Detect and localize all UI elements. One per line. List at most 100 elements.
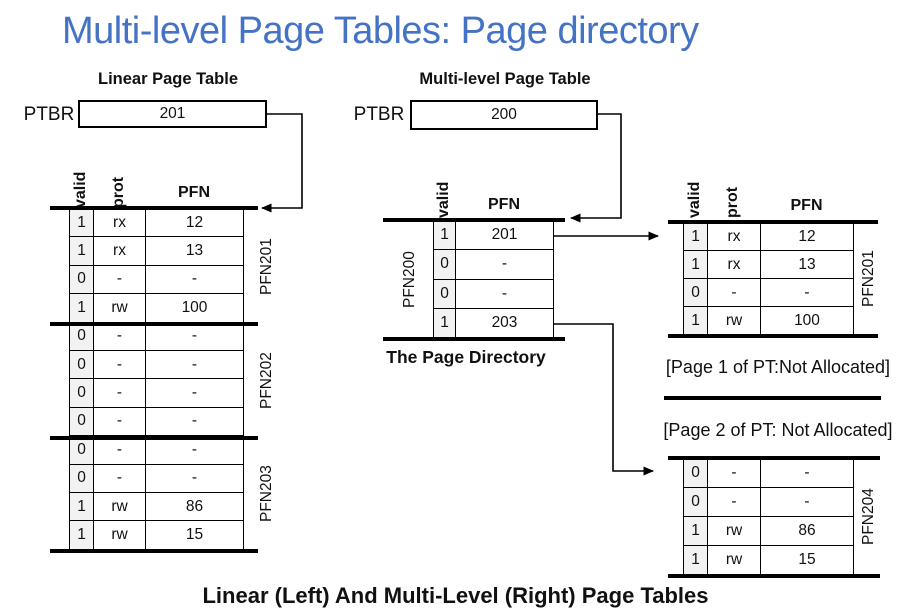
table-boundary-line xyxy=(668,220,878,224)
multilevel-heading: Multi-level Page Table xyxy=(419,70,591,88)
cell-pfn: - xyxy=(456,250,554,280)
cell-valid: 0 xyxy=(70,322,94,351)
cell-prot: rx xyxy=(708,251,761,279)
cell-prot: - xyxy=(94,265,146,295)
cell-prot: - xyxy=(94,436,146,465)
note-page1-not-allocated: [Page 1 of PT:Not Allocated] xyxy=(665,357,891,377)
cell-prot: rw xyxy=(94,294,146,323)
cell-pfn: - xyxy=(146,436,244,465)
cell-pfn: 12 xyxy=(146,209,244,238)
column-header-valid: valid xyxy=(72,171,89,208)
ptbr-value-multilevel: 200 xyxy=(491,106,517,123)
cell-valid: 1 xyxy=(684,223,708,251)
table-boundary-line xyxy=(668,334,878,338)
cell-pfn: - xyxy=(761,279,854,307)
cell-pfn: 86 xyxy=(761,517,854,546)
cell-pfn: 203 xyxy=(456,308,554,339)
cell-valid: 1 xyxy=(70,209,94,238)
cell-pfn: - xyxy=(146,265,244,295)
cell-prot: - xyxy=(708,459,761,488)
table-boundary-line xyxy=(668,456,880,460)
table-row: 0-- xyxy=(70,350,244,380)
cell-pfn: - xyxy=(456,279,554,309)
table-row: 0- xyxy=(434,250,554,280)
page-frame-label: PFN201 xyxy=(860,250,877,308)
column-header-prot: prot xyxy=(724,186,741,218)
table-row: 0-- xyxy=(70,379,244,408)
cell-prot: rx xyxy=(94,209,146,238)
cell-valid: 1 xyxy=(70,492,94,522)
table-row: 0- xyxy=(434,279,554,309)
cell-valid: 0 xyxy=(434,279,456,309)
cell-valid: 1 xyxy=(70,521,94,550)
cell-prot: rw xyxy=(94,521,146,550)
cell-valid: 0 xyxy=(70,436,94,465)
cell-pfn: 100 xyxy=(761,307,854,335)
cell-pfn: - xyxy=(146,464,244,493)
cell-valid: 0 xyxy=(684,488,708,517)
cell-valid: 1 xyxy=(684,251,708,279)
column-header-pfn: PFN xyxy=(488,196,520,213)
table-boundary-line xyxy=(668,574,880,578)
cell-prot: rw xyxy=(708,546,761,575)
cell-pfn: 13 xyxy=(761,251,854,279)
cell-pfn: - xyxy=(761,488,854,517)
cell-prot: - xyxy=(708,279,761,307)
table-boundary-line xyxy=(383,337,565,341)
page-title: Multi-level Page Tables: Page directory xyxy=(62,10,699,52)
cell-pfn: - xyxy=(146,407,244,437)
page-frame-divider-line xyxy=(50,436,258,440)
cell-valid: 1 xyxy=(70,237,94,266)
table-row: 0-- xyxy=(684,279,854,307)
cell-prot: - xyxy=(94,407,146,437)
cell-valid: 0 xyxy=(684,459,708,488)
table-boundary-line xyxy=(383,218,565,222)
arrow-ptbr-to-linear-table xyxy=(261,113,303,213)
cell-valid: 0 xyxy=(70,407,94,437)
cell-pfn: 15 xyxy=(761,546,854,575)
cell-pfn: - xyxy=(146,322,244,351)
cell-valid: 0 xyxy=(684,279,708,307)
cell-prot: rw xyxy=(708,307,761,335)
table-row: 0-- xyxy=(70,464,244,493)
ptbr-box-linear: 201 xyxy=(78,100,267,128)
cell-valid: 1 xyxy=(70,294,94,323)
column-header-prot: prot xyxy=(110,176,127,208)
cell-prot: - xyxy=(94,350,146,380)
cell-pfn: 86 xyxy=(146,492,244,522)
column-header-pfn: PFN xyxy=(790,197,823,214)
ptbr-value-linear: 201 xyxy=(159,105,186,122)
cell-pfn: - xyxy=(761,459,854,488)
cell-pfn: 15 xyxy=(146,521,244,550)
cell-prot: rw xyxy=(94,492,146,522)
cell-prot: - xyxy=(708,488,761,517)
note-page2-not-allocated: [Page 2 of PT: Not Allocated] xyxy=(663,420,893,440)
table-row: 0-- xyxy=(70,322,244,351)
linear-heading: Linear Page Table xyxy=(98,70,238,88)
figure-caption: Linear (Left) And Multi-Level (Right) Pa… xyxy=(202,583,709,608)
cell-prot: - xyxy=(94,464,146,493)
cell-prot: - xyxy=(94,322,146,351)
table-row: 0-- xyxy=(684,459,854,488)
cell-prot: rx xyxy=(94,237,146,266)
unallocated-page-divider-line xyxy=(664,396,881,400)
cell-valid: 0 xyxy=(70,379,94,408)
cell-pfn: 13 xyxy=(146,237,244,266)
cell-valid: 1 xyxy=(434,308,456,339)
cell-valid: 1 xyxy=(684,546,708,575)
table-row: 0-- xyxy=(684,488,854,517)
table-boundary-line xyxy=(50,549,258,553)
cell-valid: 1 xyxy=(434,221,456,251)
